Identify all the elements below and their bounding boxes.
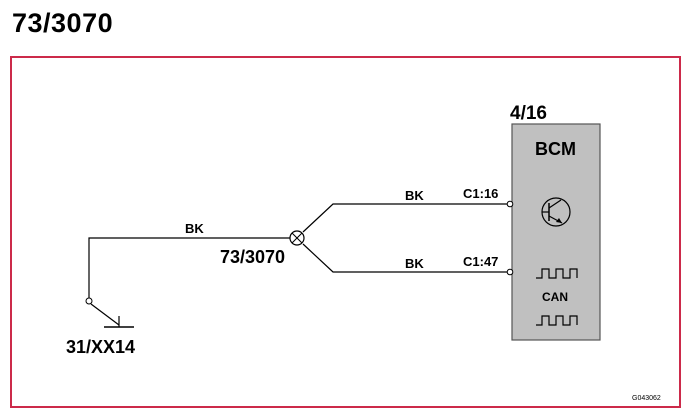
page-title: 73/3070: [12, 8, 114, 38]
transistor-icon: [541, 197, 571, 227]
wire-bk-ground: [88, 237, 290, 298]
ground-icon: [85, 297, 134, 328]
can-signal-icon-bottom: [536, 315, 578, 326]
pin-terminal-c1-47: [506, 268, 514, 276]
splice-ref-label: 73/3070: [220, 247, 285, 267]
wire-color-label: BK: [405, 256, 424, 271]
bcm-module-box: [511, 123, 601, 341]
wire-color-label: BK: [185, 221, 204, 236]
pin-label: C1:47: [463, 254, 498, 269]
wire-bk-c1-16: [302, 203, 508, 233]
wire-bk-c1-47: [302, 243, 508, 273]
figure-id-label: G043062: [632, 395, 661, 402]
can-signal-icon-top: [536, 268, 578, 279]
splice-icon: [289, 230, 305, 246]
module-name-label: BCM: [535, 139, 576, 159]
module-ref-label: 4/16: [510, 103, 547, 124]
ground-ref-label: 31/XX14: [66, 337, 135, 357]
pin-label: C1:16: [463, 186, 498, 201]
pin-terminal-c1-16: [506, 200, 514, 208]
diagram-frame: [10, 56, 681, 408]
wire-color-label: BK: [405, 188, 424, 203]
can-label: CAN: [542, 290, 568, 304]
